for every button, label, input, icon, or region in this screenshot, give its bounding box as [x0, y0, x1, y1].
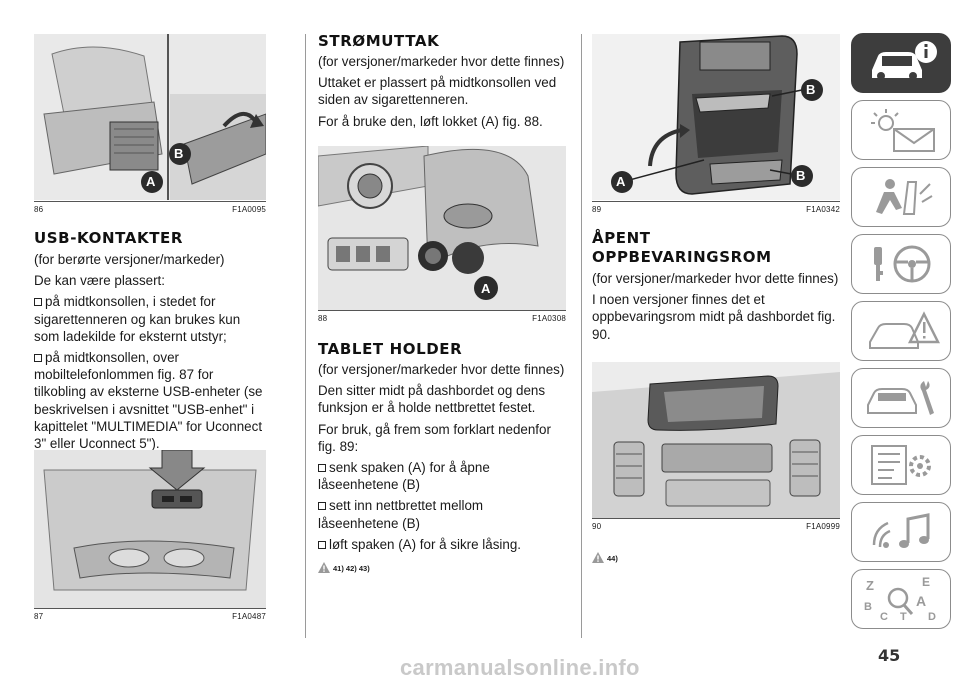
- chapter-tab-index[interactable]: Z E A B C T D: [851, 569, 951, 629]
- figure-89-label-a: A: [616, 174, 626, 189]
- storage-warning-refs: 44): [592, 552, 618, 563]
- figure-86-label-b: B: [174, 146, 184, 161]
- chapter-tab-emergency[interactable]: [851, 301, 951, 361]
- car-wrench-icon: [867, 381, 934, 415]
- title-line: OPPBEVARINGSROM: [592, 248, 772, 266]
- usb-paragraph: De kan være plassert:: [34, 273, 165, 289]
- chapter-tab-warning-lights[interactable]: [851, 100, 951, 160]
- tablet-warning-refs: 41) 42) 43): [318, 562, 370, 573]
- index-letter: D: [928, 611, 936, 622]
- page-number: 45: [878, 646, 901, 665]
- section-title-tablet-holder: TABLET HOLDER: [318, 340, 463, 358]
- index-letter: T: [900, 611, 907, 622]
- figure-number: 86: [34, 205, 44, 214]
- power-outlet-body: (for versjoner/markeder hvor dette finne…: [318, 53, 566, 134]
- figure-86-caption: 86 F1A0095: [34, 201, 266, 216]
- figure-number: 90: [592, 522, 602, 531]
- figure-89-label-b: B: [806, 82, 816, 97]
- figure-90-image: [592, 362, 840, 518]
- usb-paragraph: (for berørte versjoner/markeder): [34, 252, 225, 267]
- index-letter: A: [916, 593, 926, 609]
- figure-88-image: A: [318, 146, 566, 310]
- figure-88-caption: 88 F1A0308: [318, 310, 566, 325]
- section-title-usb: USB-KONTAKTER: [34, 229, 184, 247]
- figure-88-label-a: A: [481, 281, 491, 296]
- seat-airbag-icon: [876, 179, 933, 215]
- column-divider: [305, 34, 306, 638]
- tablet-paragraph: For bruk, gå frem som forklart nedenfor …: [318, 421, 551, 454]
- tablet-bullet-item: sett inn nettbrettet mellom låseenhetene…: [318, 497, 566, 531]
- figure-code: F1A0999: [806, 522, 840, 531]
- index-letter: C: [880, 611, 888, 622]
- usb-bullet-item: på midtkonsollen, over mobiltelefonlomme…: [34, 349, 266, 452]
- bullet-box-icon: [34, 354, 42, 363]
- tablet-body: (for versjoner/markeder hvor dette finne…: [318, 361, 566, 557]
- title-line: ÅPENT: [592, 229, 651, 247]
- figure-86-label-a: A: [146, 174, 156, 189]
- bullet-box-icon: [318, 540, 326, 549]
- figure-code: F1A0342: [806, 205, 840, 214]
- bullet-text: sett inn nettbrettet mellom låseenhetene…: [318, 498, 484, 531]
- tablet-paragraph: Den sitter midt på dashbordet og dens fu…: [318, 383, 546, 416]
- index-letter: B: [864, 601, 872, 613]
- section-title-power-outlet: STRØMUTTAK: [318, 32, 440, 50]
- usb-body: (for berørte versjoner/markeder) De kan …: [34, 251, 266, 456]
- chapter-tab-maintenance[interactable]: [851, 368, 951, 428]
- index-letter: Z: [866, 578, 874, 593]
- emergency-triangle-icon: [869, 311, 940, 349]
- figure-code: F1A0095: [232, 205, 266, 214]
- warning-references: 44): [607, 554, 618, 563]
- warning-triangle-icon: [592, 552, 604, 563]
- bullet-text: senk spaken (A) for å åpne låseenhetene …: [318, 460, 490, 493]
- warning-lights-icon: [871, 109, 935, 152]
- chapter-tab-starting-driving[interactable]: [851, 234, 951, 294]
- bullet-text: løft spaken (A) for å sikre låsing.: [329, 536, 522, 552]
- multimedia-music-icon: [872, 513, 930, 548]
- figure-number: 87: [34, 612, 44, 621]
- warning-triangle-icon: [318, 562, 330, 573]
- figure-code: F1A0308: [532, 314, 566, 323]
- index-letter: E: [922, 576, 930, 589]
- bullet-text: på midtkonsollen, i stedet for sigarette…: [34, 294, 241, 344]
- tablet-bullet-item: senk spaken (A) for å åpne låseenhetene …: [318, 459, 566, 493]
- figure-number: 89: [592, 205, 602, 214]
- bullet-box-icon: [318, 502, 326, 511]
- bullet-text: på midtkonsollen, over mobiltelefonlomme…: [34, 350, 263, 452]
- tablet-paragraph: (for versjoner/markeder hvor dette finne…: [318, 362, 565, 377]
- column-divider: [581, 34, 582, 638]
- tablet-bullet-item: løft spaken (A) for å sikre låsing.: [318, 536, 566, 553]
- figure-89-label-b: B: [796, 168, 806, 183]
- specifications-gear-icon: [871, 445, 931, 485]
- chapter-tab-multimedia[interactable]: [851, 502, 951, 562]
- power-outlet-paragraph: (for versjoner/markeder hvor dette finne…: [318, 54, 565, 69]
- usb-bullet-item: på midtkonsollen, i stedet for sigarette…: [34, 293, 266, 345]
- figure-code: F1A0487: [232, 612, 266, 621]
- chapter-tab-car-info[interactable]: [851, 33, 951, 93]
- key-steering-wheel-icon: [874, 245, 931, 283]
- figure-89-image: A B B: [592, 34, 840, 200]
- figure-89-caption: 89 F1A0342: [592, 201, 840, 216]
- bullet-box-icon: [34, 298, 42, 307]
- power-outlet-paragraph: For å bruke den, løft lokket (A) fig. 88…: [318, 113, 543, 129]
- car-info-icon: [872, 41, 937, 80]
- chapter-tab-specifications[interactable]: [851, 435, 951, 495]
- index-alphabet-icon: Z E A B C T D: [864, 576, 936, 622]
- figure-87-image: [34, 450, 266, 608]
- storage-paragraph: I noen versjoner finnes det et oppbevari…: [592, 292, 836, 342]
- watermark-text: carmanualsonline.info: [400, 655, 640, 680]
- bullet-box-icon: [318, 464, 326, 473]
- storage-paragraph: (for versjoner/markeder hvor dette finne…: [592, 271, 839, 286]
- section-title-open-storage: ÅPENT OPPBEVARINGSROM: [592, 229, 772, 267]
- figure-number: 88: [318, 314, 328, 323]
- warning-references: 41) 42) 43): [333, 564, 370, 573]
- figure-87-caption: 87 F1A0487: [34, 608, 266, 623]
- figure-90-caption: 90 F1A0999: [592, 518, 840, 533]
- chapter-tab-seat-airbag[interactable]: [851, 167, 951, 227]
- power-outlet-paragraph: Uttaket er plassert på midtkonsollen ved…: [318, 75, 557, 108]
- storage-body: (for versjoner/markeder hvor dette finne…: [592, 270, 840, 347]
- figure-86-image: A B: [34, 34, 266, 200]
